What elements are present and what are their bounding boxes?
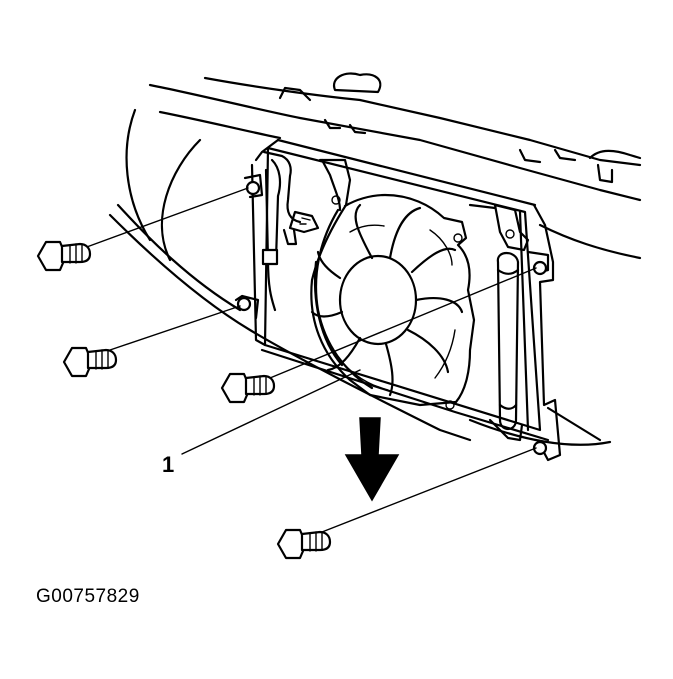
condenser-frame [234, 138, 562, 462]
callout-label: 1 [162, 452, 175, 477]
bolt-icon [220, 267, 537, 404]
bolt-icon [62, 305, 241, 378]
bolt-icon [36, 187, 249, 272]
figure-id: G00757829 [36, 586, 140, 607]
callout-leader [181, 369, 361, 455]
ac-lines [261, 150, 320, 312]
receiver-dryer [468, 203, 530, 442]
radiator-support [108, 72, 642, 446]
arrow-down-icon [344, 417, 400, 502]
mounting-points [236, 180, 548, 456]
bolt-icon [276, 447, 537, 560]
cooling-fan [310, 158, 476, 410]
